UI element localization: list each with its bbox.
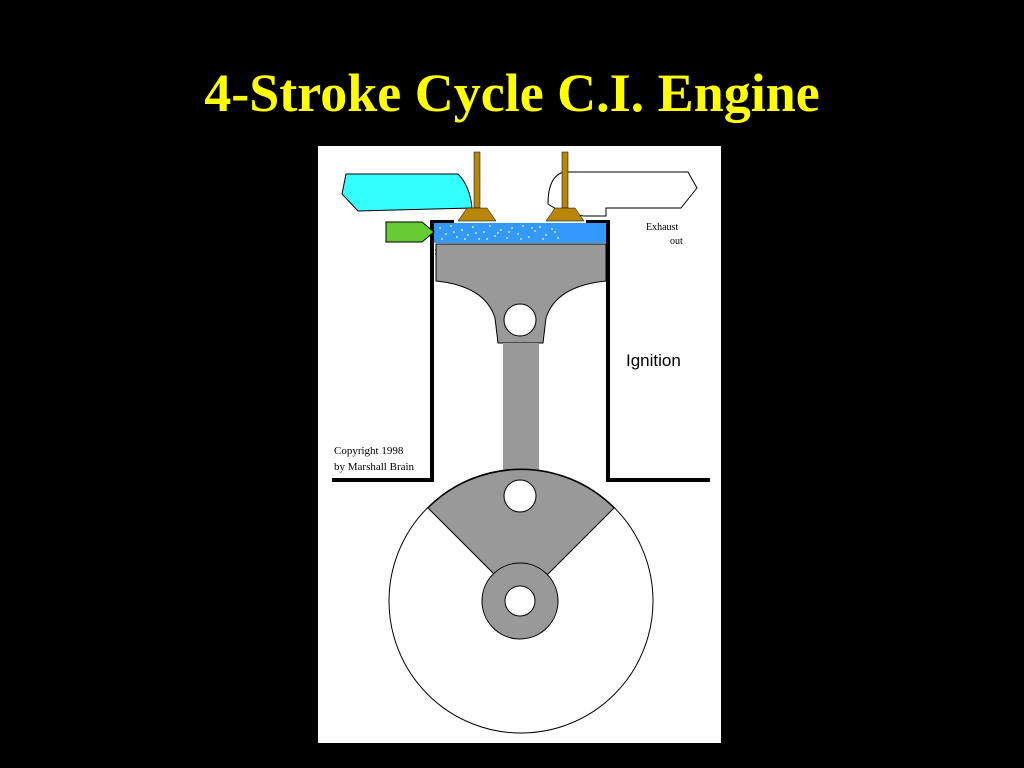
exhaust-label-line1: Exhaust (646, 222, 678, 233)
wrist-pin (503, 303, 537, 337)
slide-title: 4-Stroke Cycle C.I. Engine (204, 63, 820, 123)
intake-valve (457, 151, 497, 222)
cylinder-wall-left (332, 220, 454, 482)
copyright-line2: by Marshall Brain (334, 461, 415, 473)
fuel-spray (439, 225, 559, 240)
crank-pin (503, 479, 537, 513)
intake-port (341, 173, 473, 212)
engine-diagram-svg: Exhaust out (332, 151, 710, 734)
combustion-chamber (434, 223, 606, 243)
fuel-injector (385, 221, 435, 243)
engine-diagram: Exhaust out (318, 146, 721, 743)
cylinder-wall-right (586, 220, 710, 482)
exhaust-label-line2: out (670, 236, 683, 247)
copyright-line1: Copyright 1998 (334, 445, 404, 457)
crankshaft-axle (504, 585, 536, 617)
exhaust-valve (545, 151, 585, 222)
connecting-rod (503, 343, 539, 473)
stage-label: Ignition (626, 351, 681, 370)
crank-web (427, 469, 615, 602)
piston (435, 243, 607, 344)
